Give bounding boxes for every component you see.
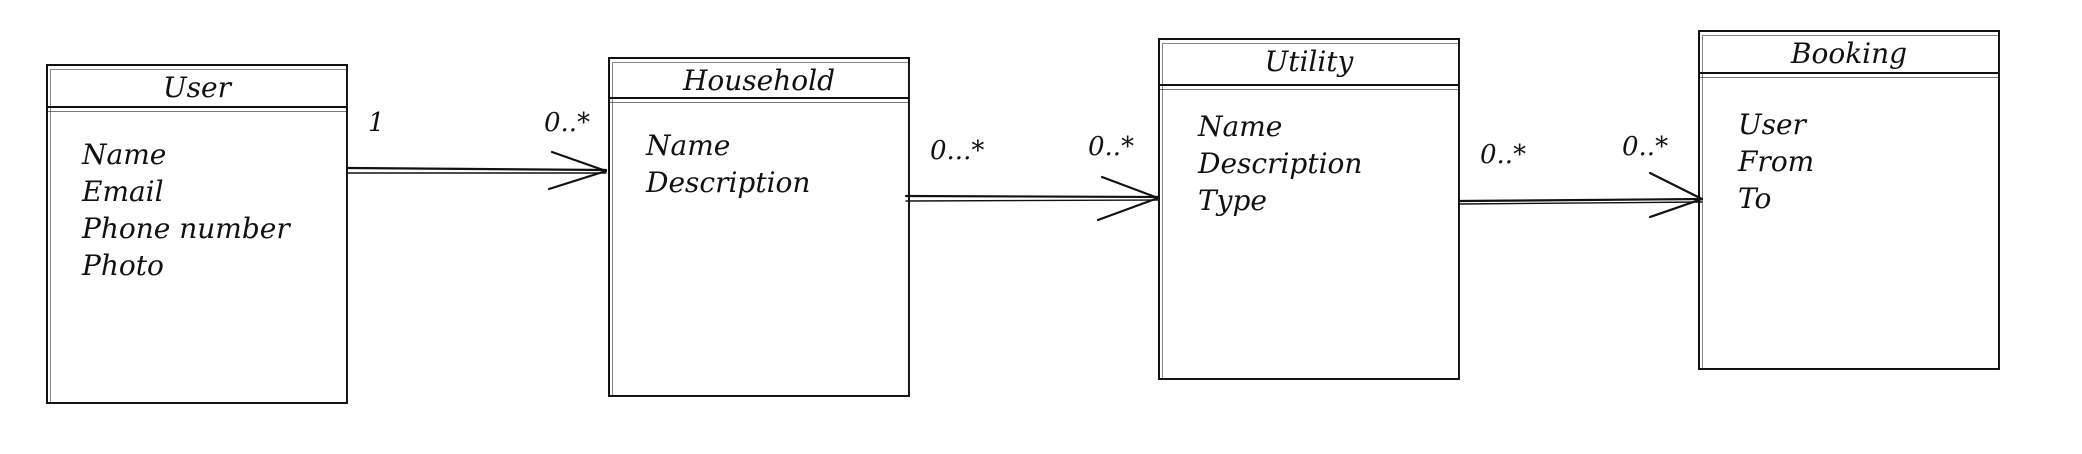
relation-user-household: [346, 150, 608, 191]
entity-divider: [48, 106, 346, 112]
attribute-item: Description: [646, 166, 811, 199]
relation-household-utility: [904, 175, 1160, 222]
entity-title: Utility: [1264, 45, 1354, 78]
entity-title: Household: [682, 64, 836, 97]
multiplicity-label: 0..*: [544, 108, 591, 138]
entity-divider: [1160, 84, 1458, 90]
attribute-item: Name: [1198, 110, 1283, 143]
arrowhead-icon: [1096, 175, 1160, 222]
attribute-item: Email: [82, 175, 164, 208]
entity-divider: [610, 97, 908, 103]
attribute-item: Name: [82, 138, 167, 171]
entity-title: User: [163, 71, 231, 104]
multiplicity-label: 0..*: [1480, 140, 1527, 170]
attribute-item: User: [1738, 108, 1806, 141]
attribute-list: Name Description Type: [1198, 108, 1362, 219]
entity-divider: [1700, 72, 1998, 78]
entity-utility: Utility Name Description Type: [1158, 38, 1460, 380]
attribute-item: To: [1738, 182, 1772, 215]
attribute-item: Description: [1198, 147, 1363, 180]
attribute-item: Phone number: [82, 212, 290, 245]
multiplicity-label: 0...*: [930, 136, 985, 166]
multiplicity-label: 0..*: [1622, 132, 1669, 162]
attribute-list: Name Email Phone number Photo: [82, 136, 290, 284]
attribute-item: Name: [646, 129, 731, 162]
entity-household: Household Name Description: [608, 57, 910, 397]
attribute-item: From: [1738, 145, 1815, 178]
entity-title: Booking: [1790, 37, 1908, 70]
entity-user: User Name Email Phone number Photo: [46, 64, 348, 404]
relation-utility-booking: [1458, 171, 1704, 219]
attribute-item: Photo: [82, 249, 164, 282]
attribute-list: User From To: [1738, 106, 1814, 217]
entity-booking: Booking User From To: [1698, 30, 2000, 370]
multiplicity-label: 0..*: [1088, 132, 1135, 162]
arrowhead-icon: [547, 150, 608, 191]
attribute-list: Name Description: [646, 127, 810, 201]
attribute-item: Type: [1198, 184, 1267, 217]
arrowhead-icon: [1648, 171, 1704, 219]
multiplicity-label: 1: [368, 108, 385, 138]
